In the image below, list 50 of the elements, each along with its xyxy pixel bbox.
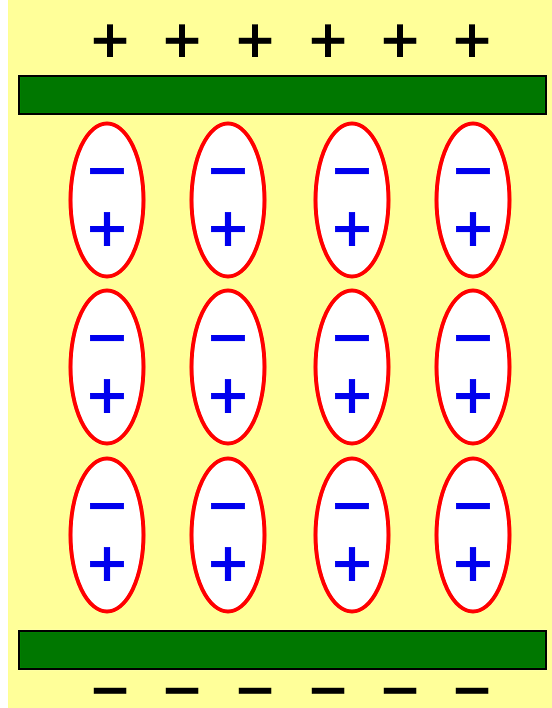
dipole-ellipse <box>313 288 391 446</box>
charge-sign: + <box>449 536 497 590</box>
charge-sign: − <box>83 478 131 532</box>
charge-sign: − <box>204 478 252 532</box>
dipole-ellipse <box>68 288 146 446</box>
dipole-ellipse <box>313 456 391 614</box>
charge-sign: − <box>328 143 376 197</box>
charge-sign: − <box>204 143 252 197</box>
dipole-ellipse <box>68 456 146 614</box>
charge-sign: + <box>328 368 376 422</box>
charge-sign: + <box>83 536 131 590</box>
charge-sign: + <box>204 536 252 590</box>
charge-sign: + <box>449 201 497 255</box>
charge-sign: − <box>328 478 376 532</box>
dipole-ellipse <box>189 288 267 446</box>
charge-sign: + <box>377 14 423 66</box>
charge-sign: + <box>328 201 376 255</box>
charge-sign: + <box>449 14 495 66</box>
charge-sign: − <box>449 143 497 197</box>
charge-sign: − <box>204 310 252 364</box>
dipole-ellipse <box>434 456 512 614</box>
dipole-ellipse <box>434 288 512 446</box>
dipole-ellipse <box>189 456 267 614</box>
charge-sign: + <box>305 14 351 66</box>
charge-sign: − <box>328 310 376 364</box>
charge-sign: − <box>449 310 497 364</box>
charge-sign: − <box>83 143 131 197</box>
dipole-ellipse <box>189 121 267 279</box>
charge-sign: + <box>232 14 278 66</box>
charge-sign: + <box>83 201 131 255</box>
capacitor-plate <box>18 630 547 670</box>
charge-sign: + <box>328 536 376 590</box>
charge-sign: − <box>83 310 131 364</box>
dipole-ellipse <box>313 121 391 279</box>
charge-sign: + <box>87 14 133 66</box>
charge-sign: − <box>449 478 497 532</box>
charge-sign: + <box>83 368 131 422</box>
charge-sign: − <box>232 664 278 708</box>
dipole-ellipse <box>68 121 146 279</box>
capacitor-plate <box>18 75 547 115</box>
charge-sign: − <box>159 664 205 708</box>
charge-sign: + <box>159 14 205 66</box>
charge-sign: − <box>87 664 133 708</box>
charge-sign: − <box>377 664 423 708</box>
charge-sign: + <box>204 201 252 255</box>
charge-sign: − <box>305 664 351 708</box>
charge-sign: + <box>204 368 252 422</box>
charge-sign: + <box>449 368 497 422</box>
charge-sign: − <box>449 664 495 708</box>
dipole-ellipse <box>434 121 512 279</box>
